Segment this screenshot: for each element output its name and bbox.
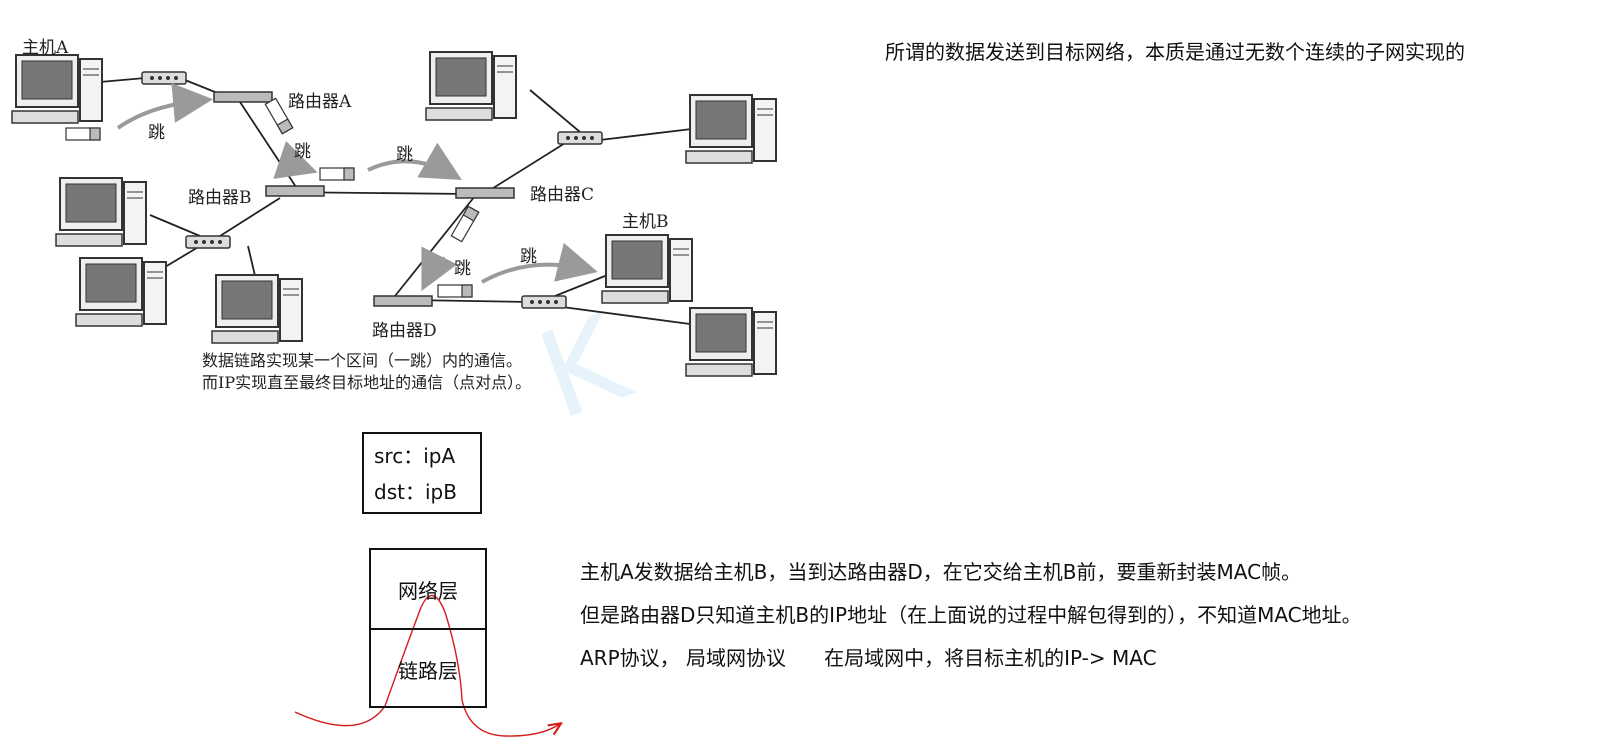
pc-icon <box>426 52 516 120</box>
figure-caption-line1: 数据链路实现某一个区间（一跳）内的通信。 <box>202 350 522 372</box>
hop-label: 跳 <box>148 118 165 143</box>
hop-label: 跳 <box>294 137 311 162</box>
host-b-pc-icon <box>602 235 692 303</box>
explanation-line1: 主机A发数据给主机B，当到达路由器D，在它交给主机B前，要重新封装MAC帧。 <box>580 556 1301 585</box>
router-a-label: 路由器A <box>288 87 351 112</box>
packet-icon <box>451 206 478 241</box>
router-b-icon <box>266 186 324 196</box>
explanation-line2: 但是路由器D只知道主机B的IP地址（在上面说的过程中解包得到的），不知道MAC地… <box>580 599 1362 628</box>
pc-icon <box>212 275 302 343</box>
host-b-label: 主机B <box>622 207 669 232</box>
router-c-label: 路由器C <box>530 180 594 205</box>
ip-address-box: src：ipA dst：ipB <box>362 432 482 514</box>
watermark: K <box>522 289 647 448</box>
dst-ip-label: dst：ipB <box>374 474 480 510</box>
src-ip-label: src：ipA <box>374 438 480 474</box>
packet-icon <box>438 285 472 297</box>
router-b-label: 路由器B <box>188 183 252 208</box>
hop-label: 跳 <box>454 254 471 279</box>
hub-icon <box>142 72 186 84</box>
pc-icon <box>686 95 776 163</box>
protocol-layer-stack: 网络层 链路层 <box>369 548 487 708</box>
hub-icon <box>558 132 602 144</box>
hop-label: 跳 <box>396 140 413 165</box>
pc-icon <box>686 308 776 376</box>
packet-icon <box>66 128 100 140</box>
pc-icon <box>56 178 146 246</box>
host-a-label: 主机A <box>22 33 68 58</box>
header-note: 所谓的数据发送到目标网络，本质是通过无数个连续的子网实现的 <box>885 36 1465 65</box>
router-d-icon <box>374 296 432 306</box>
host-a-pc-icon <box>12 55 102 123</box>
router-a-icon <box>214 92 272 102</box>
router-c-icon <box>456 188 514 198</box>
hop-label: 跳 <box>520 242 537 267</box>
hub-icon <box>186 236 230 248</box>
router-d-label: 路由器D <box>372 316 437 341</box>
network-layer: 网络层 <box>371 550 485 630</box>
link-layer: 链路层 <box>371 630 485 708</box>
packet-icon <box>320 168 354 180</box>
pc-icon <box>76 258 166 326</box>
figure-caption-line2: 而IP实现直至最终目标地址的通信（点对点）。 <box>202 372 531 394</box>
explanation-line3: ARP协议， 局域网协议 在局域网中，将目标主机的IP-> MAC <box>580 642 1157 671</box>
hub-icon <box>522 296 566 308</box>
